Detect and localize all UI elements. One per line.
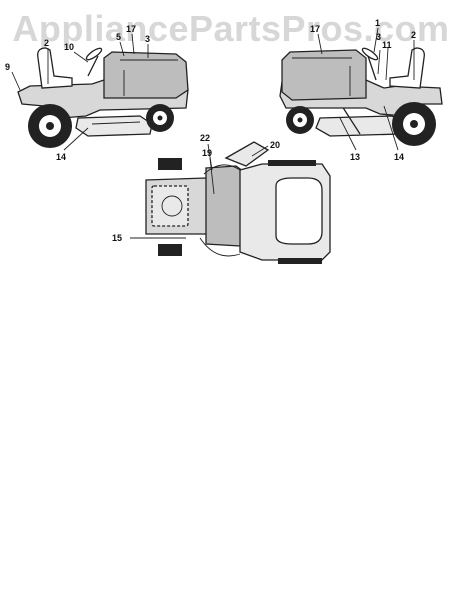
callout-11: 11 — [382, 40, 392, 50]
rear-left-tire — [268, 160, 316, 166]
right-side-view-mower — [279, 47, 443, 146]
callout-13: 13 — [350, 152, 360, 162]
steering-wheel — [87, 55, 99, 77]
callout-14: 14 — [394, 152, 404, 162]
callouts-top-view: 22 20 19 15 — [112, 133, 280, 243]
callout-17: 17 — [310, 24, 320, 34]
front-left-tire — [158, 158, 182, 170]
steering-wheel — [367, 55, 377, 81]
callout-2: 2 — [44, 38, 49, 48]
front-right-tire — [158, 244, 182, 256]
left-side-view-mower — [17, 47, 189, 148]
callout-2: 2 — [411, 30, 416, 40]
callout-14: 14 — [56, 152, 66, 162]
callout-17: 17 — [126, 24, 136, 34]
callout-3: 3 — [145, 34, 150, 44]
callout-3: 3 — [376, 32, 381, 42]
callout-20: 20 — [270, 140, 280, 150]
callout-5: 5 — [116, 32, 121, 42]
hood — [281, 49, 367, 101]
hood-decal — [151, 185, 189, 227]
callout-10: 10 — [64, 42, 74, 52]
mower-deck — [75, 115, 153, 137]
top-view-mower — [145, 141, 331, 264]
callout-15: 15 — [112, 233, 122, 243]
seat — [275, 177, 323, 245]
callout-9: 9 — [5, 62, 10, 72]
seat — [389, 47, 425, 89]
callout-1: 1 — [375, 18, 380, 28]
seat — [37, 47, 73, 89]
callouts-left: 9 2 10 5 17 3 14 — [5, 24, 150, 162]
leader-lines — [11, 27, 415, 239]
rear-right-tire — [278, 258, 322, 264]
lift-lever — [341, 105, 361, 135]
callouts-right: 17 1 3 11 2 13 14 — [310, 18, 416, 162]
callout-22: 22 — [200, 133, 210, 143]
hood — [103, 51, 189, 99]
callout-19: 19 — [202, 148, 212, 158]
steering-wheel — [224, 141, 270, 167]
